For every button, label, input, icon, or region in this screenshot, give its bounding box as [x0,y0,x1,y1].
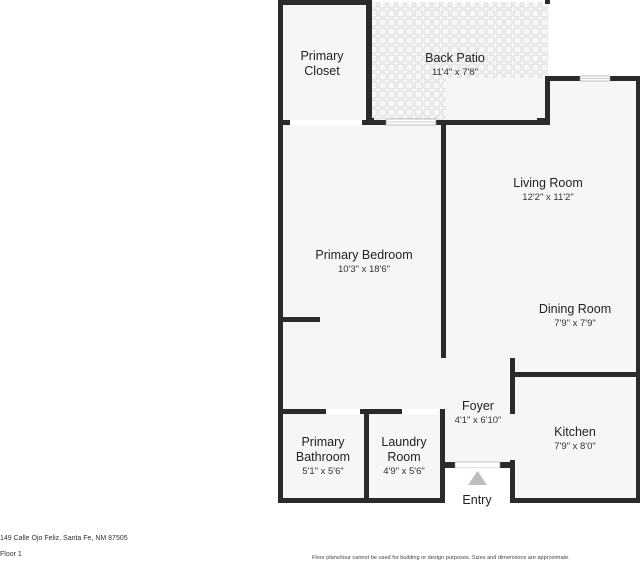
kitchen-dims: 7'9" x 8'0" [554,441,596,452]
back-patio-dims: 11'4" x 7'8" [432,67,478,78]
openings [290,75,611,503]
entry-door-opening [454,461,501,469]
wall-west [278,0,283,503]
dining-room-name: Dining Room [539,302,611,316]
primary-closet-name-line2: Closet [304,64,340,78]
closet-door-opening [290,120,362,125]
bathroom-door-opening [326,409,360,414]
living-room-floor [446,78,638,375]
primary-closet-name-line1: Primary [300,49,344,63]
living-room-name: Living Room [513,176,582,190]
wall-closet-top [278,0,372,5]
wall-kitchen-west-lower [510,460,515,503]
entry-arrow-icon [468,471,487,485]
primary-closet-floor [282,3,368,123]
wall-laundry-east [440,409,445,503]
dining-room-dims: 7'9" x 7'9" [554,318,596,329]
wall-bedroom-east [441,125,446,358]
primary-bathroom-name-line2: Bathroom [296,450,350,464]
floor-areas [282,2,638,500]
foyer-name: Foyer [462,399,494,413]
primary-bedroom-dims: 10'3" x 18'6" [338,264,390,275]
living-room-dims: 12'2" x 11'2" [522,192,573,203]
wall-dining-kitchen [510,372,640,377]
primary-bedroom-name: Primary Bedroom [315,248,412,262]
wall-east [636,76,640,503]
floor-label: Floor 1 [0,551,22,558]
laundry-room-dims: 4'9" x 5'6" [383,466,425,477]
laundry-room-name-line2: Room [387,450,420,464]
wall-bedroom-stub [283,317,320,322]
wall-bath-laundry [364,409,369,503]
primary-bathroom-dims: 5'1" x 5'6" [302,466,344,477]
wall-patio-east-stub [545,0,550,4]
wall-entry-left [440,462,455,468]
primary-bathroom-name-line1: Primary [301,435,345,449]
laundry-door-opening [402,409,438,414]
address-text: 149 Calle Ojo Feliz, Santa Fe, NM 87505 [0,535,128,542]
wall-patio-east [545,76,550,125]
wall-entry-right [500,462,515,468]
disclaimer-text: Floor plans/tour cannot be used for buil… [312,555,570,561]
wall-kitchen-west [510,358,515,414]
kitchen-floor [512,375,638,500]
entry-label: Entry [462,493,492,507]
room-labels: Primary Closet Back Patio 11'4" x 7'8" L… [296,49,611,507]
back-patio-name: Back Patio [425,51,485,65]
kitchen-name: Kitchen [554,425,596,439]
foyer-dims: 4'1" x 6'10" [455,415,502,426]
laundry-room-name-line1: Laundry [381,435,427,449]
wall-closet-patio [366,0,372,125]
